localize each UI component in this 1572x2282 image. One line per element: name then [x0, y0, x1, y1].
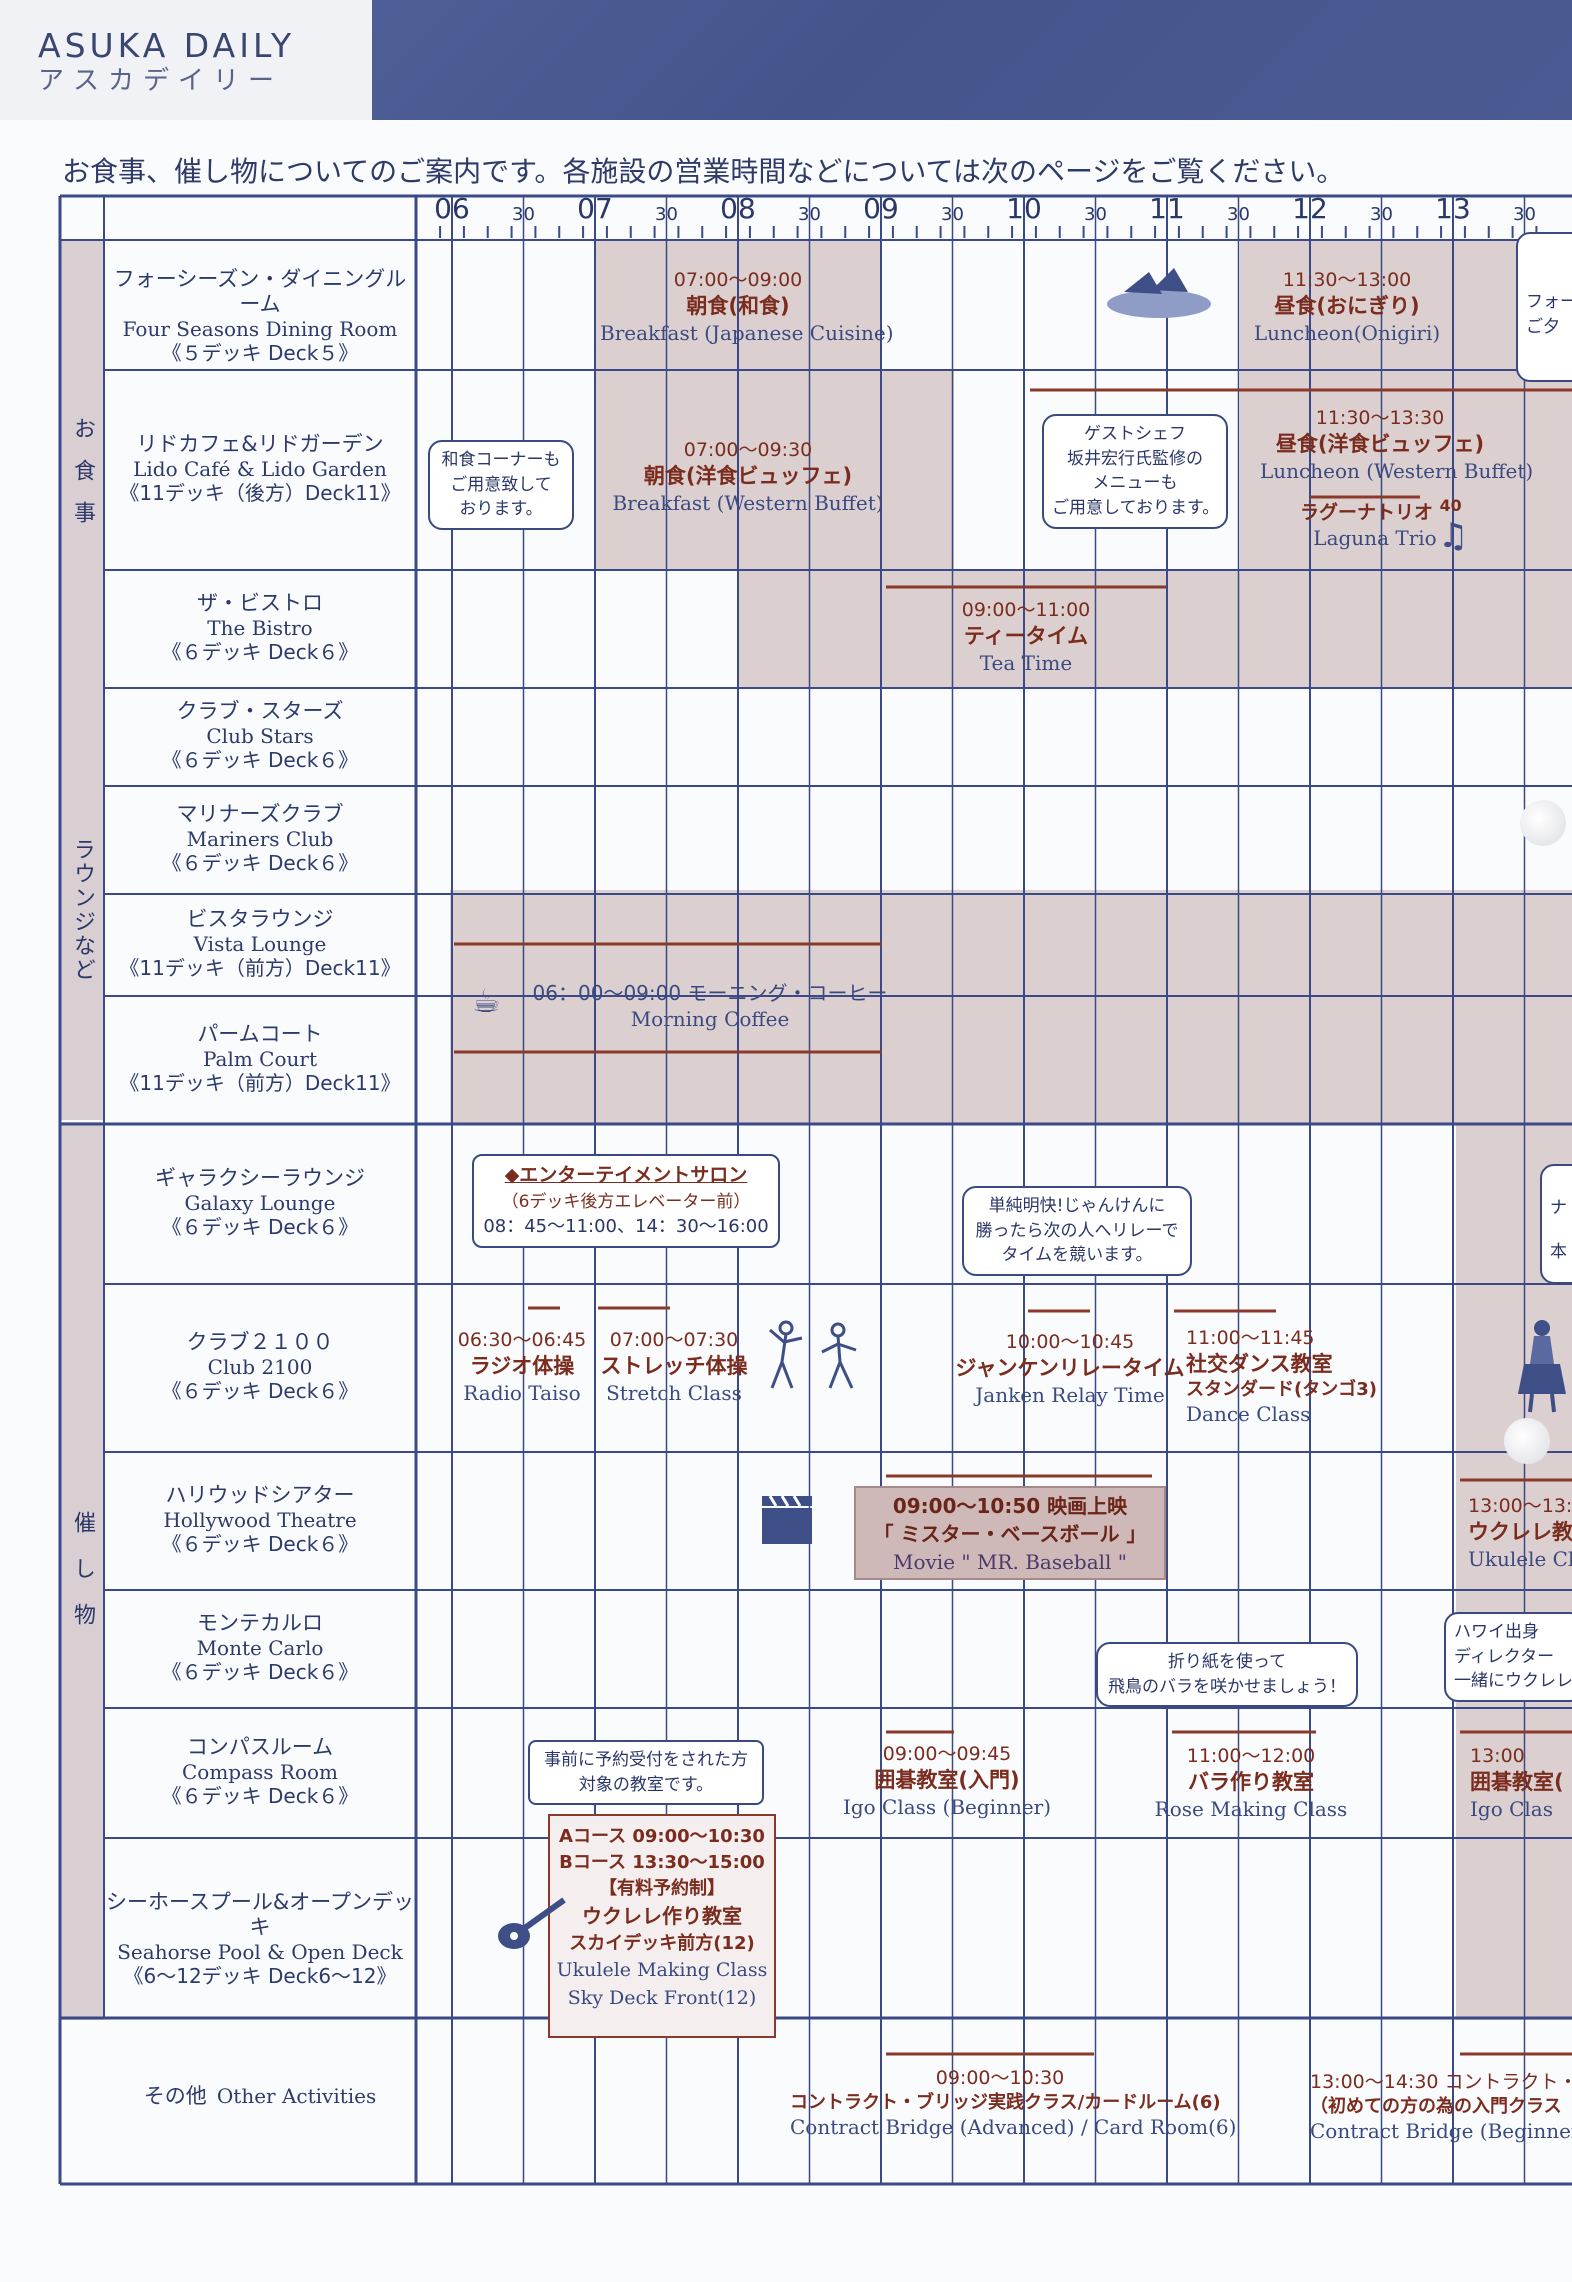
lido-washoku-note: 和食コーナーもご用意致しております。: [428, 440, 574, 530]
fs-dinner-note: フォーシご夕: [1516, 232, 1572, 382]
right-edge-note: ナ本: [1540, 1164, 1572, 1284]
category-events: 催し物: [70, 1511, 95, 1649]
category-lounges: ラウンジなど: [70, 838, 95, 982]
event-fs-lunch: 11:30～13:00 昼食(おにぎり) Luncheon(Onigiri): [1253, 269, 1441, 345]
time-tick-label: 12: [1292, 192, 1328, 225]
onigiri-icon: [1107, 268, 1211, 318]
event-movie: 09:00～10:50 映画上映 「 ミスター・ベースボール 」 Movie "…: [854, 1486, 1166, 1580]
event-igo-beginner: 09:00～09:45 囲碁教室(入門) Igo Class (Beginner…: [842, 1743, 1052, 1819]
row-label: その他 Other Activities: [143, 2084, 377, 2108]
time-tick-label: 09: [863, 192, 899, 225]
event-laguna-trio: ラグーナトリオ 40 Laguna Trio: [1300, 496, 1462, 551]
event-bridge-advanced: 09:00～10:30 コントラクト・ブリッジ実践クラス/カードルーム(6) C…: [790, 2067, 1237, 2140]
hula-dancer-icon: [1518, 1320, 1566, 1413]
origami-note: 折り紙を使って飛鳥のバラを咲かせましょう！: [1096, 1642, 1358, 1708]
ukulele-icon: [498, 1897, 566, 1949]
event-bridge-beginner: 13:00～14:30 コントラクト・ （初めての方の為の入門クラス Contr…: [1310, 2071, 1572, 2144]
time-tick-label: 13: [1435, 192, 1471, 225]
guest-chef-note: ゲストシェフ坂井宏行氏監修のメニューもご用意しております。: [1042, 414, 1228, 529]
header-band: [372, 0, 1572, 120]
event-ukulele-making: Aコース 09:00～10:30 Bコース 13:30～15:00 【有料予約制…: [548, 1814, 776, 2038]
time-tick-label: 06: [434, 192, 470, 225]
music-note-icon: ♫: [1438, 516, 1469, 556]
time-tick-label: 08: [720, 192, 756, 225]
event-teatime: 09:00～11:00 ティータイム Tea Time: [961, 599, 1091, 675]
exercise-figures-icon: [769, 1320, 857, 1389]
entertainment-salon-box: ◆エンターテイメントサロン （6デッキ後方エレベーター前） 08：45～11:0…: [472, 1154, 780, 1249]
event-lido-lunch: 11:30～13:30 昼食(洋食ビュッフェ) Luncheon (Wester…: [1260, 407, 1534, 483]
event-lido-breakfast: 07:00～09:30 朝食(洋食ビュッフェ) Breakfast (Weste…: [612, 439, 884, 515]
time-tick-label: 11: [1149, 192, 1185, 225]
time-tick-label: 30: [512, 204, 535, 225]
event-igo-right: 13:00 囲碁教室( Igo Clas: [1470, 1745, 1564, 1821]
event-janken-relay: 10:00～10:45 ジャンケンリレータイム Janken Relay Tim…: [955, 1331, 1185, 1407]
event-ukulele-class: 13:00～13: ウクレレ教 Ukulele Cl: [1468, 1495, 1572, 1571]
hawaii-director-note: ハワイ出身ディレクター一緒にウクレレ: [1444, 1612, 1572, 1702]
event-dance-class: 11:00～11:45 社交ダンス教室 スタンダード(タンゴ3) Dance C…: [1186, 1327, 1377, 1427]
time-tick-label: 30: [655, 204, 678, 225]
coffee-cup-icon: ☕: [472, 982, 501, 1020]
time-tick-label: 30: [1084, 204, 1107, 225]
event-morning-coffee: 06：00～09:00 モーニング・コーヒー Morning Coffee: [532, 981, 888, 1031]
janken-note: 単純明快!じゃんけんに勝ったら次の人へリレーでタイムを競います。: [962, 1186, 1192, 1276]
page-title: ASUKA DAILY: [38, 26, 296, 65]
time-tick-label: 30: [1513, 204, 1536, 225]
event-radio-taiso: 06:30～06:45 ラジオ体操 Radio Taiso: [457, 1329, 587, 1405]
clapperboard-icon: [762, 1495, 812, 1544]
header-panel: [0, 0, 372, 120]
time-tick-label: 10: [1006, 192, 1042, 225]
event-fs-breakfast: 07:00～09:00 朝食(和食) Breakfast (Japanese C…: [600, 269, 894, 345]
reservation-note: 事前に予約受付をされた方対象の教室です。: [528, 1740, 764, 1806]
event-stretch: 07:00～07:30 ストレッチ体操 Stretch Class: [600, 1329, 748, 1405]
time-tick-label: 07: [577, 192, 613, 225]
time-tick-label: 30: [1227, 204, 1250, 225]
event-rose-making: 11:00～12:00 バラ作り教室 Rose Making Class: [1154, 1745, 1348, 1821]
category-meals: お食事: [70, 417, 95, 543]
time-tick-label: 30: [1370, 204, 1393, 225]
page-subtitle: アスカデイリー: [38, 66, 284, 96]
intro-text: お食事、催し物についてのご案内です。各施設の営業時間などについては次のページをご…: [62, 155, 1345, 188]
time-tick-label: 30: [798, 204, 821, 225]
binder-hole: [1520, 800, 1566, 846]
time-tick-label: 30: [941, 204, 964, 225]
binder-hole: [1504, 1418, 1550, 1464]
